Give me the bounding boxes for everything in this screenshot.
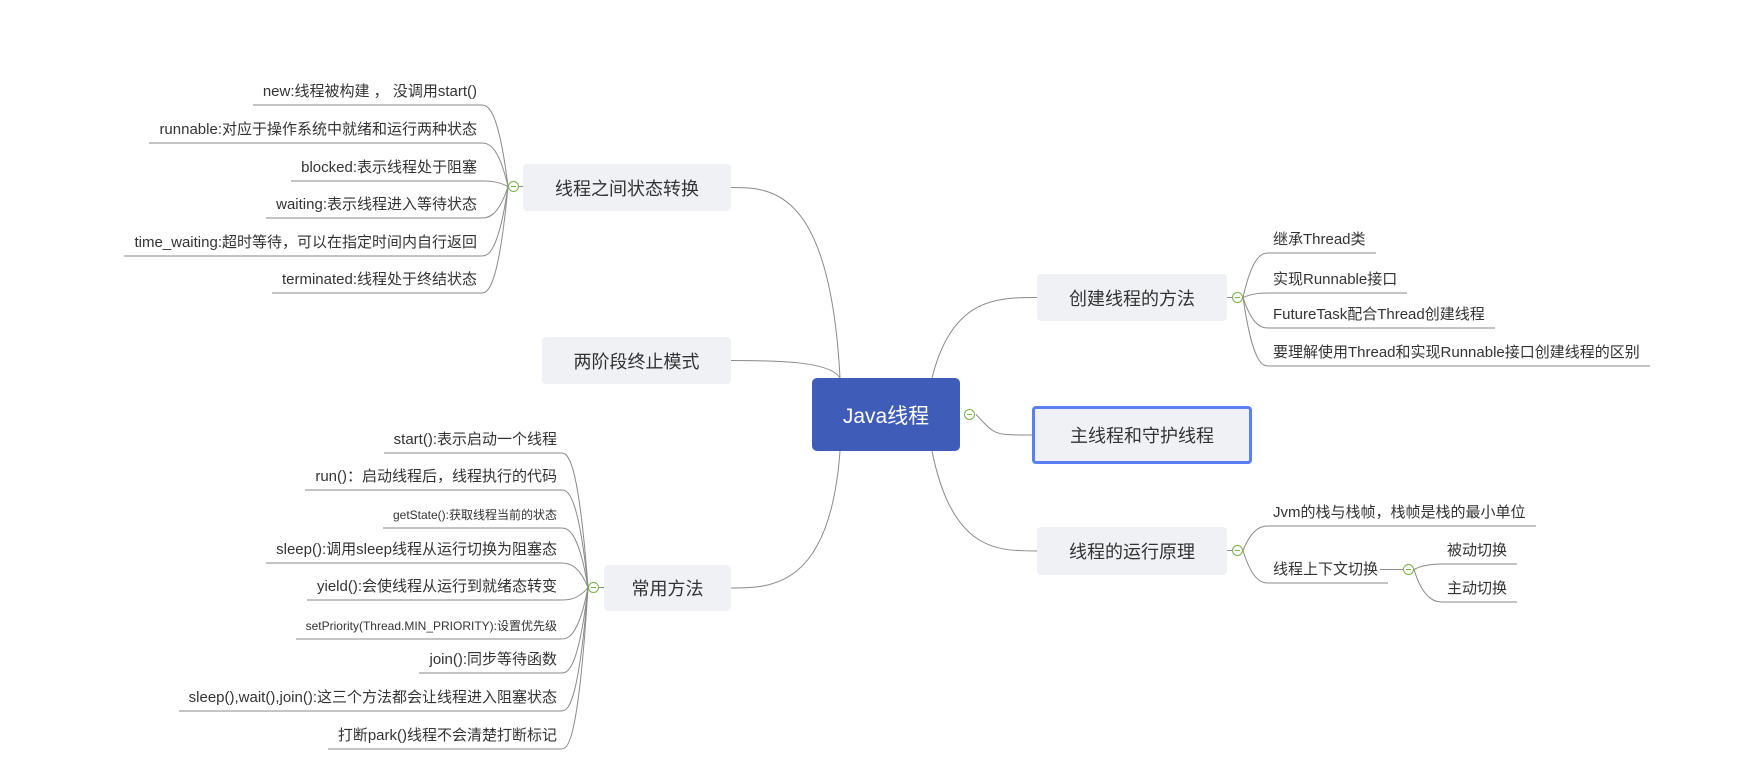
link-leaf-state-runnable bbox=[480, 142, 509, 187]
leaf-create-futuretask: FutureTask配合Thread创建线程 bbox=[1273, 306, 1485, 323]
link-leaf-method-setpriority bbox=[560, 587, 589, 640]
link-leaf-state-terminated bbox=[480, 186, 509, 294]
running-principle-collapse-icon[interactable] bbox=[1232, 545, 1243, 556]
leaf-method-setpriority: setPriority(Thread.MIN_PRIORITY):设置优先级 bbox=[305, 619, 557, 633]
leaf-switch-passive: 被动切换 bbox=[1447, 542, 1508, 559]
link-leaf-state-blocked bbox=[480, 180, 509, 187]
leaf-state-time-waiting: time_waiting:超时等待，可以在指定时间内自行返回 bbox=[134, 234, 477, 251]
link-leaf-create-extends bbox=[1242, 252, 1270, 298]
link-leaf-method-run bbox=[560, 489, 589, 588]
leaf-state-new: new:线程被构建 ， 没调用start() bbox=[262, 83, 477, 100]
leaf-method-join: join():同步等待函数 bbox=[429, 651, 557, 668]
leaf-create-difference: 要理解使用Thread和实现Runnable接口创建线程的区别 bbox=[1273, 344, 1640, 361]
root-topic[interactable]: Java线程 bbox=[812, 378, 960, 451]
leaf-method-start: start():表示启动一个线程 bbox=[393, 431, 557, 448]
topic-state-transition[interactable]: 线程之间状态转换 bbox=[523, 164, 731, 211]
topic-running-principle[interactable]: 线程的运行原理 bbox=[1037, 527, 1227, 575]
leaf-method-sleep: sleep():调用sleep线程从运行切换为阻塞态 bbox=[276, 541, 557, 558]
connector-topic-main-daemon-thread bbox=[975, 414, 1033, 436]
leaf-state-terminated: terminated:线程处于终结状态 bbox=[281, 271, 477, 288]
leaf-state-runnable: runnable:对应于操作系统中就绪和运行两种状态 bbox=[159, 121, 477, 138]
leaf-create-runnable: 实现Runnable接口 bbox=[1273, 270, 1397, 290]
leaf-method-park: 打断park()线程不会清楚打断标记 bbox=[337, 727, 557, 744]
connector-topic-state-transition bbox=[730, 187, 841, 379]
link-leaf-principle-context-switch bbox=[1242, 550, 1270, 584]
topic-create-thread[interactable]: 创建线程的方法 bbox=[1037, 274, 1227, 321]
topic-common-methods[interactable]: 常用方法 bbox=[604, 565, 731, 611]
leaf-method-yield: yield():会使线程从运行到就绪态转变 bbox=[316, 578, 557, 595]
connector-topic-running-principle bbox=[931, 450, 1038, 552]
leaf-create-extends: 继承Thread类 bbox=[1273, 231, 1366, 248]
topic-two-phase-termination[interactable]: 两阶段终止模式 bbox=[542, 337, 731, 384]
connector-topic-two-phase-termination bbox=[730, 360, 841, 379]
state-transition-collapse-icon[interactable] bbox=[508, 181, 519, 192]
link-leaf-create-runnable bbox=[1242, 292, 1270, 298]
leaf-method-getstate: getState():获取线程当前的状态 bbox=[392, 508, 557, 522]
leaf-switch-active: 主动切换 bbox=[1447, 580, 1508, 597]
leaf-principle-stack-frame: Jvm的栈与栈帧，栈帧是栈的最小单位 bbox=[1273, 504, 1526, 521]
link-leaf-principle-stack-frame bbox=[1242, 525, 1270, 551]
link-leaf-method-blocking bbox=[560, 587, 589, 712]
create-thread-collapse-icon[interactable] bbox=[1232, 292, 1243, 303]
leaf-state-blocked: blocked:表示线程处于阻塞 bbox=[301, 159, 477, 176]
link-leaf-method-start bbox=[560, 452, 589, 588]
link-leaf-state-new bbox=[480, 104, 509, 187]
common-methods-collapse-icon[interactable] bbox=[588, 582, 599, 593]
leaf-state-waiting: waiting:表示线程进入等待状态 bbox=[276, 196, 477, 213]
leaf-method-run: run()：启动线程后，线程执行的代码 bbox=[315, 468, 557, 485]
link-leaf-switch-active bbox=[1413, 569, 1444, 603]
leaf-principle-context-switch: 线程上下文切换 bbox=[1273, 561, 1379, 578]
link-leaf-method-sleep bbox=[560, 562, 589, 588]
context-switch-collapse-icon[interactable] bbox=[1403, 564, 1414, 575]
link-leaf-method-yield bbox=[560, 587, 589, 601]
link-leaf-method-getstate bbox=[560, 527, 589, 588]
leaf-create-runnable-text: 实现Runnable接口 bbox=[1273, 271, 1398, 288]
link-leaf-method-join bbox=[560, 587, 589, 674]
leaf-method-blocking: sleep(),wait(),join():这三个方法都会让线程进入阻塞状态 bbox=[188, 689, 557, 706]
root-collapse-icon[interactable] bbox=[964, 409, 975, 420]
link-leaf-method-park bbox=[560, 587, 589, 750]
link-leaf-state-time-waiting bbox=[480, 186, 509, 257]
link-leaf-switch-passive bbox=[1413, 563, 1444, 570]
topic-main-daemon-thread[interactable]: 主线程和守护线程 bbox=[1032, 406, 1252, 464]
link-leaf-create-futuretask bbox=[1242, 297, 1270, 329]
link-leaf-state-waiting bbox=[480, 186, 509, 219]
connector-topic-create-thread bbox=[931, 297, 1038, 379]
link-leaf-create-difference bbox=[1242, 297, 1270, 367]
connector-topic-common-methods bbox=[730, 450, 841, 589]
